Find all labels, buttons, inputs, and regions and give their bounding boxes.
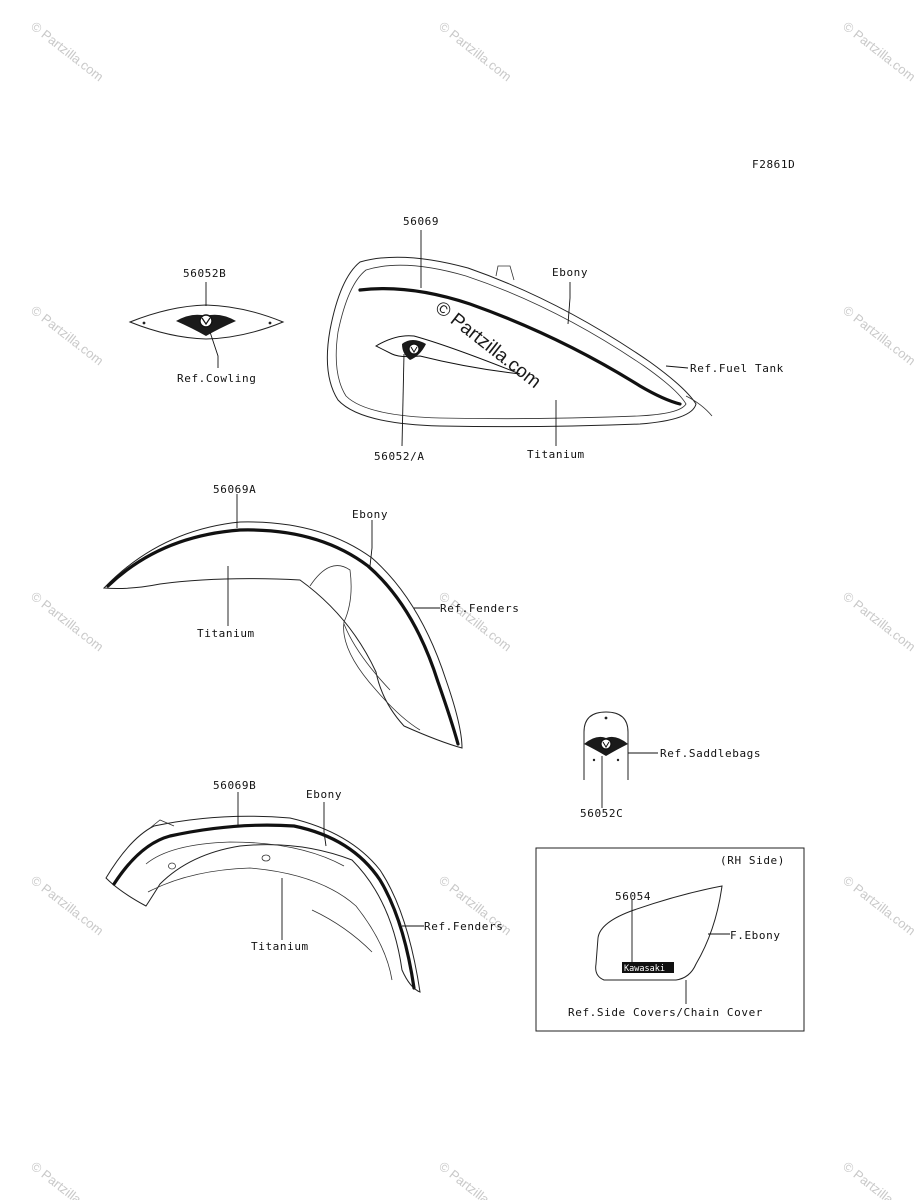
watermark: © Partzilla.com — [840, 19, 916, 85]
kawasaki-logo-text: Kawasaki — [624, 964, 665, 974]
watermark: © Partzilla.com — [28, 873, 106, 939]
label-ebony: Ebony — [306, 788, 342, 801]
ref-fenders: Ref.Fenders — [424, 920, 503, 933]
part-number-56069: 56069 — [403, 215, 439, 228]
watermark: © Partzilla.com — [28, 303, 106, 369]
label-f-ebony: F.Ebony — [730, 929, 781, 942]
part-number-56052B: 56052B — [183, 267, 226, 280]
ref-side-covers: Ref.Side Covers/Chain Cover — [568, 1006, 763, 1019]
saddlebag-emblem — [583, 711, 658, 808]
front-fender-outline — [102, 521, 463, 749]
watermark: © Partzilla.com — [28, 19, 106, 85]
part-number-56052A: 56052/A — [374, 450, 425, 463]
label-titanium: Titanium — [197, 627, 255, 640]
rear-fender-stripe — [112, 823, 416, 990]
kawasaki-logo — [622, 962, 674, 973]
label-ebony: Ebony — [552, 266, 588, 279]
diagram-code: F2861D — [752, 158, 795, 171]
label-ebony: Ebony — [352, 508, 388, 521]
watermark: © Partzilla.com — [840, 303, 916, 369]
side-cover-frame — [535, 847, 805, 1032]
side-label: (RH Side) — [720, 854, 785, 867]
rear-fender — [105, 792, 424, 993]
part-number-56069B: 56069B — [213, 779, 256, 792]
rear-fender-outline — [105, 815, 421, 993]
watermark: © Partzilla.com — [436, 589, 514, 655]
cowling-emblem — [128, 282, 285, 368]
fuel-tank-stripe — [358, 287, 682, 406]
side-cover-outline — [595, 885, 723, 981]
watermark: © Partzilla.com — [436, 1159, 514, 1200]
label-titanium: Titanium — [527, 448, 585, 461]
fuel-tank-outline — [326, 256, 697, 428]
front-fender-stripe — [106, 528, 460, 746]
watermark: © Partzilla.com — [840, 873, 916, 939]
fuel-tank — [326, 230, 713, 447]
side-cover-panel: Kawasaki — [535, 847, 805, 1032]
ref-saddlebags: Ref.Saddlebags — [660, 747, 761, 760]
ref-fuel-tank: Ref.Fuel Tank — [690, 362, 784, 375]
ref-cowling: Ref.Cowling — [177, 372, 256, 385]
part-number-56069A: 56069A — [213, 483, 256, 496]
part-number-56052C: 56052C — [580, 807, 623, 820]
label-titanium: Titanium — [251, 940, 309, 953]
front-fender — [102, 494, 463, 749]
watermark: © Partzilla.com — [840, 589, 916, 655]
watermark: © Partzilla.com — [840, 1159, 916, 1200]
watermark: © Partzilla.com — [28, 589, 106, 655]
watermark: © Partzilla.com — [28, 1159, 106, 1200]
ref-fenders: Ref.Fenders — [440, 602, 519, 615]
watermark: © Partzilla.com — [436, 19, 514, 85]
part-number-56054: 56054 — [615, 890, 651, 903]
